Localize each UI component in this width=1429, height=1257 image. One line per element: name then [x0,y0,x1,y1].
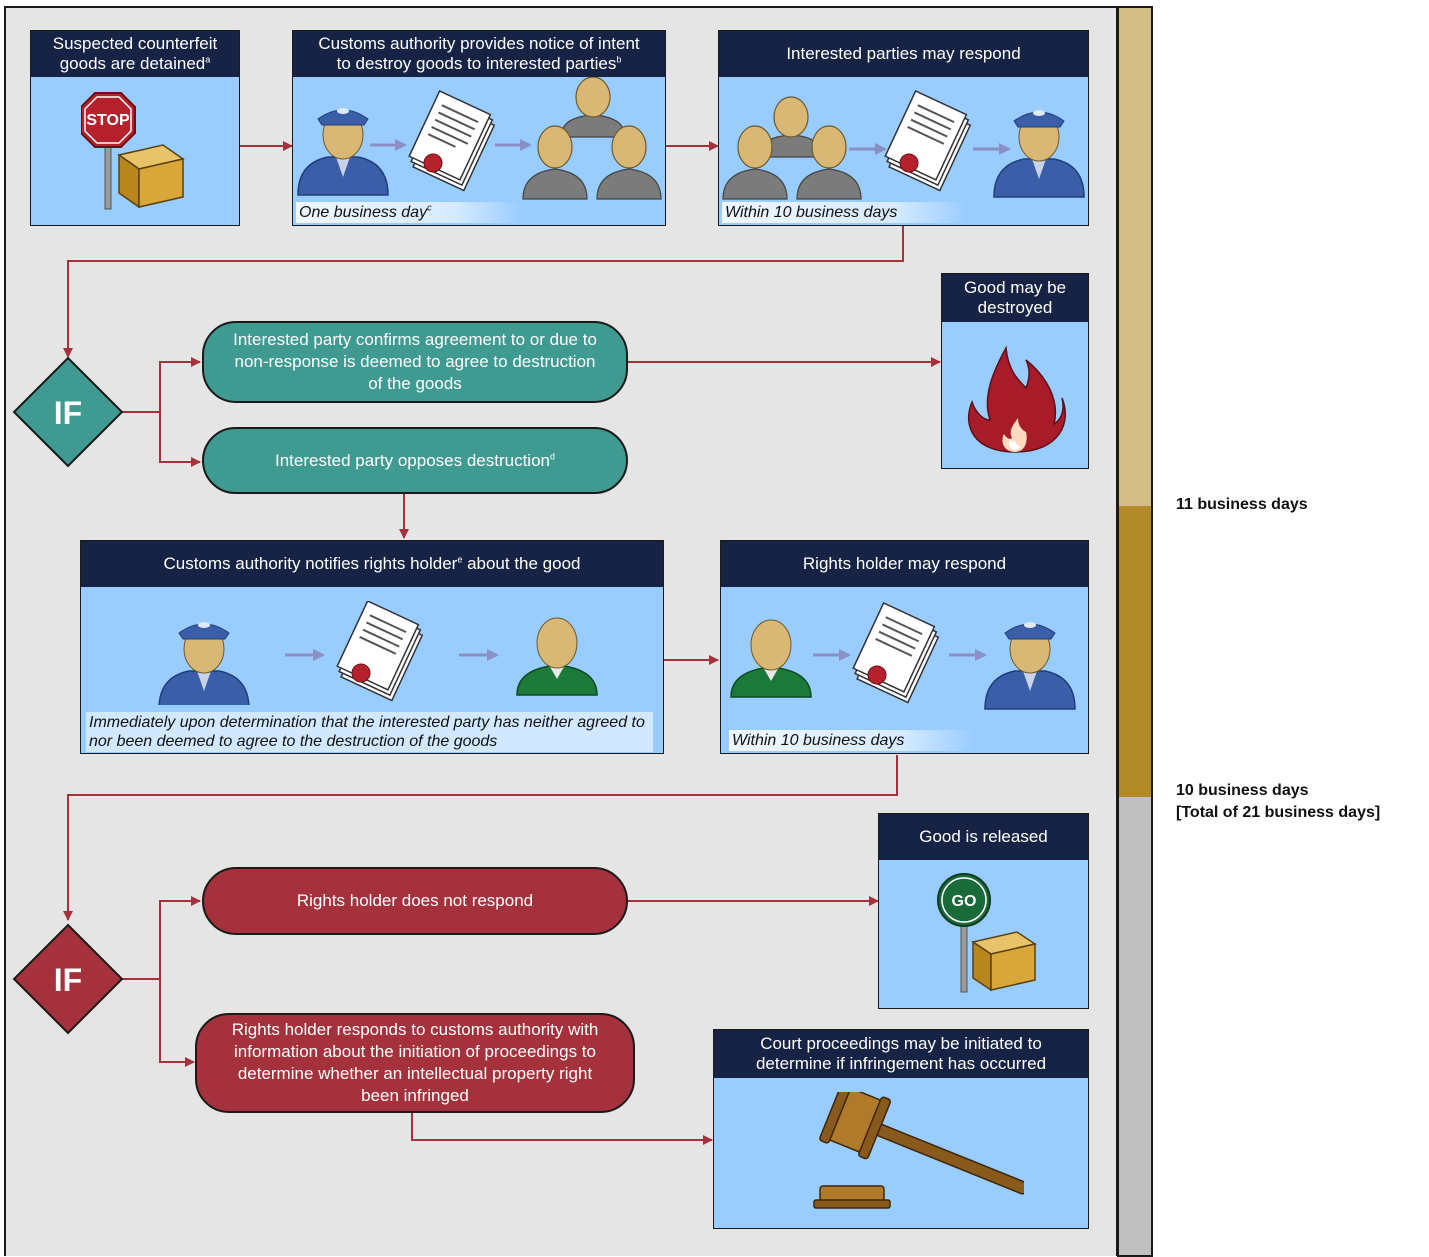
outcome-responds-proceedings: Rights holder responds to customs author… [195,1013,635,1113]
step-parties-respond-caption: Within 10 business days [722,202,968,223]
fire-icon [967,345,1066,453]
stop-sign-text: STOP [86,112,130,129]
parties-document-officer-icons [722,89,1085,200]
step-parties-respond-title: Interested parties may respond [719,31,1088,77]
outcome-oppose-destruction: Interested party opposes destructiond [202,427,628,494]
officer-document-rightsholder-icons [158,601,598,705]
decision-diamond-2 [12,923,124,1035]
step-rights-holder-respond-caption: Within 10 business days [729,730,975,751]
timeline-bar-phase1 [1117,6,1153,508]
timeline-bar-phase3 [1117,797,1153,1257]
step-notice: Customs authority provides notice of int… [292,30,666,226]
gavel-icon [813,1092,1024,1209]
outcome-agree-destruction: Interested party confirms agreement to o… [202,321,628,403]
step-rights-holder-respond-title: Rights holder may respond [721,541,1088,587]
go-sign-text: GO [952,893,977,910]
phase2-duration: 10 business days [1176,782,1309,799]
result-released-title: Good is released [879,814,1088,860]
timeline-bar-phase2 [1117,506,1153,799]
result-destroyed: Good may be destroyed [941,273,1089,469]
result-court-proceedings: Court proceedings may be initiated to de… [713,1029,1089,1229]
total-duration: [Total of 21 business days] [1176,804,1381,821]
step-notify-rights-holder-caption: Immediately upon determination that the … [86,712,653,752]
step-notify-rights-holder-title: Customs authority notifies rights holder… [81,541,663,587]
step-notice-title: Customs authority provides notice of int… [293,31,665,77]
rightsholder-document-officer-icons [730,601,1076,710]
step-detained: Suspected counterfeit goods are detained… [30,30,240,226]
decision-label-2: IF [53,962,83,998]
phase1-duration: 11 business days [1176,496,1308,513]
decision-diamond-1 [12,356,124,468]
stop-sign-box-icon: STOP [81,92,185,210]
step-parties-respond: Interested parties may respond [718,30,1089,226]
go-sign-box-icon: GO [937,873,1037,993]
decision-label-1: IF [53,395,83,431]
result-court-proceedings-title: Court proceedings may be initiated to de… [714,1030,1088,1078]
outcome-no-response: Rights holder does not respond [202,867,628,935]
step-notice-caption: One business dayc [296,202,522,223]
step-rights-holder-respond: Rights holder may respond [720,540,1089,754]
officer-document-parties-icons [297,77,662,200]
step-notify-rights-holder: Customs authority notifies rights holder… [80,540,664,754]
step-detained-title: Suspected counterfeit goods are detained… [31,31,239,77]
result-released: Good is released GO [878,813,1089,1009]
result-destroyed-title: Good may be destroyed [942,274,1088,322]
